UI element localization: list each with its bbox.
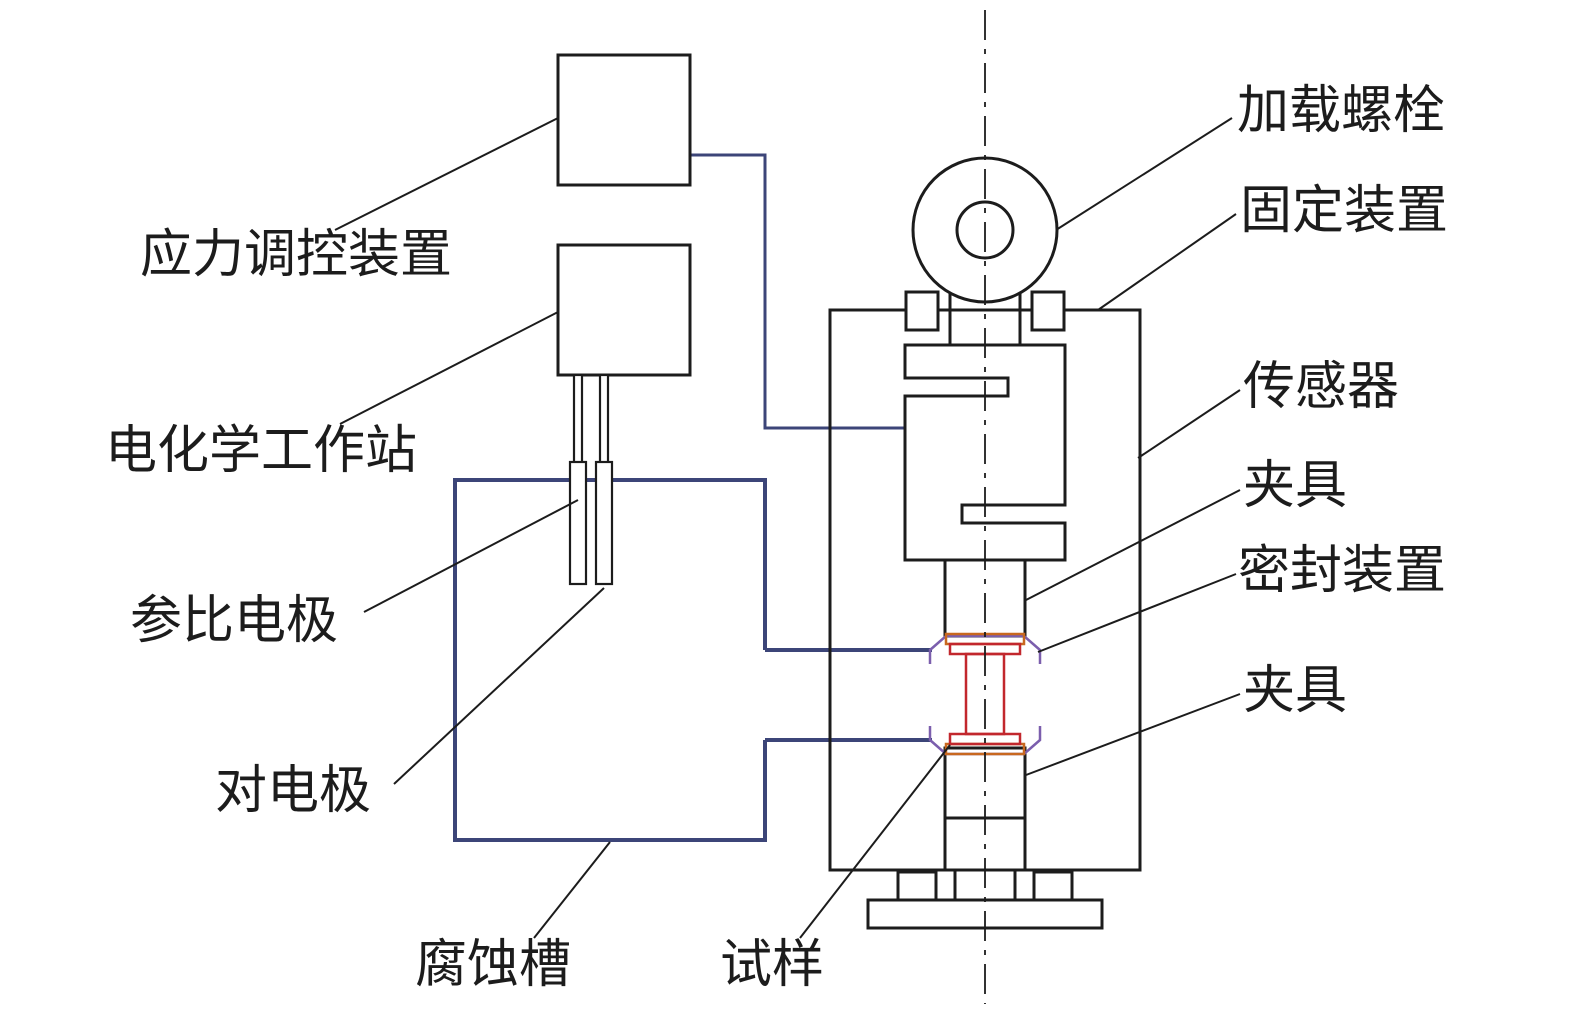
counter-electrode-rod bbox=[594, 460, 614, 586]
leader-workstation bbox=[339, 311, 559, 425]
stress-control-box bbox=[556, 53, 692, 187]
label-sensor: 传感器 bbox=[1243, 359, 1399, 416]
counter-electrode-lead bbox=[598, 373, 610, 467]
reference-electrode-rod bbox=[568, 460, 588, 586]
leader-counter-electrode bbox=[393, 587, 605, 785]
label-lower-clamp: 夹具 bbox=[1243, 663, 1347, 720]
reference-electrode-lead bbox=[572, 373, 584, 467]
leader-lower-clamp bbox=[1025, 693, 1241, 776]
workstation-box-outline bbox=[556, 243, 692, 377]
electrodes bbox=[568, 373, 614, 586]
signal-wire bbox=[690, 153, 905, 430]
base-nut-left bbox=[896, 870, 938, 902]
label-reference-electrode: 参比电极 bbox=[130, 593, 338, 650]
leader-fixing-device bbox=[1097, 213, 1237, 311]
stress-control-box-outline bbox=[556, 53, 692, 187]
bolt-nut-left bbox=[904, 290, 940, 332]
leader-loading-bolt bbox=[1055, 117, 1233, 231]
labels: 应力调控装置 电化学工作站 参比电极 对电极 腐蚀槽 试样 加载螺栓 固定装置 … bbox=[105, 83, 1448, 994]
label-fixing-device: 固定装置 bbox=[1240, 183, 1448, 240]
tank-outline bbox=[453, 478, 767, 842]
label-specimen: 试样 bbox=[720, 937, 824, 994]
label-upper-clamp: 夹具 bbox=[1243, 458, 1347, 515]
bolt-nut-right bbox=[1030, 290, 1066, 332]
corrosion-tank bbox=[453, 478, 932, 842]
label-corrosion-tank: 腐蚀槽 bbox=[415, 937, 571, 994]
leader-corrosion-tank bbox=[533, 841, 611, 939]
label-workstation: 电化学工作站 bbox=[105, 423, 417, 480]
label-sealing-device: 密封装置 bbox=[1238, 543, 1446, 600]
leader-lines bbox=[334, 117, 1241, 939]
leader-upper-clamp bbox=[1025, 489, 1241, 601]
label-stress-control: 应力调控装置 bbox=[140, 227, 452, 284]
leader-reference-electrode bbox=[363, 499, 579, 613]
leader-sealing-device bbox=[1037, 573, 1237, 653]
label-loading-bolt: 加载螺栓 bbox=[1237, 83, 1445, 140]
label-counter-electrode: 对电极 bbox=[215, 763, 371, 820]
leader-stress-control bbox=[334, 117, 559, 231]
specimen-bottom-flange bbox=[948, 732, 1022, 746]
base-nut-right bbox=[1032, 870, 1074, 902]
leader-specimen bbox=[799, 744, 951, 939]
leader-sensor bbox=[1137, 389, 1241, 459]
workstation-box bbox=[556, 243, 692, 377]
